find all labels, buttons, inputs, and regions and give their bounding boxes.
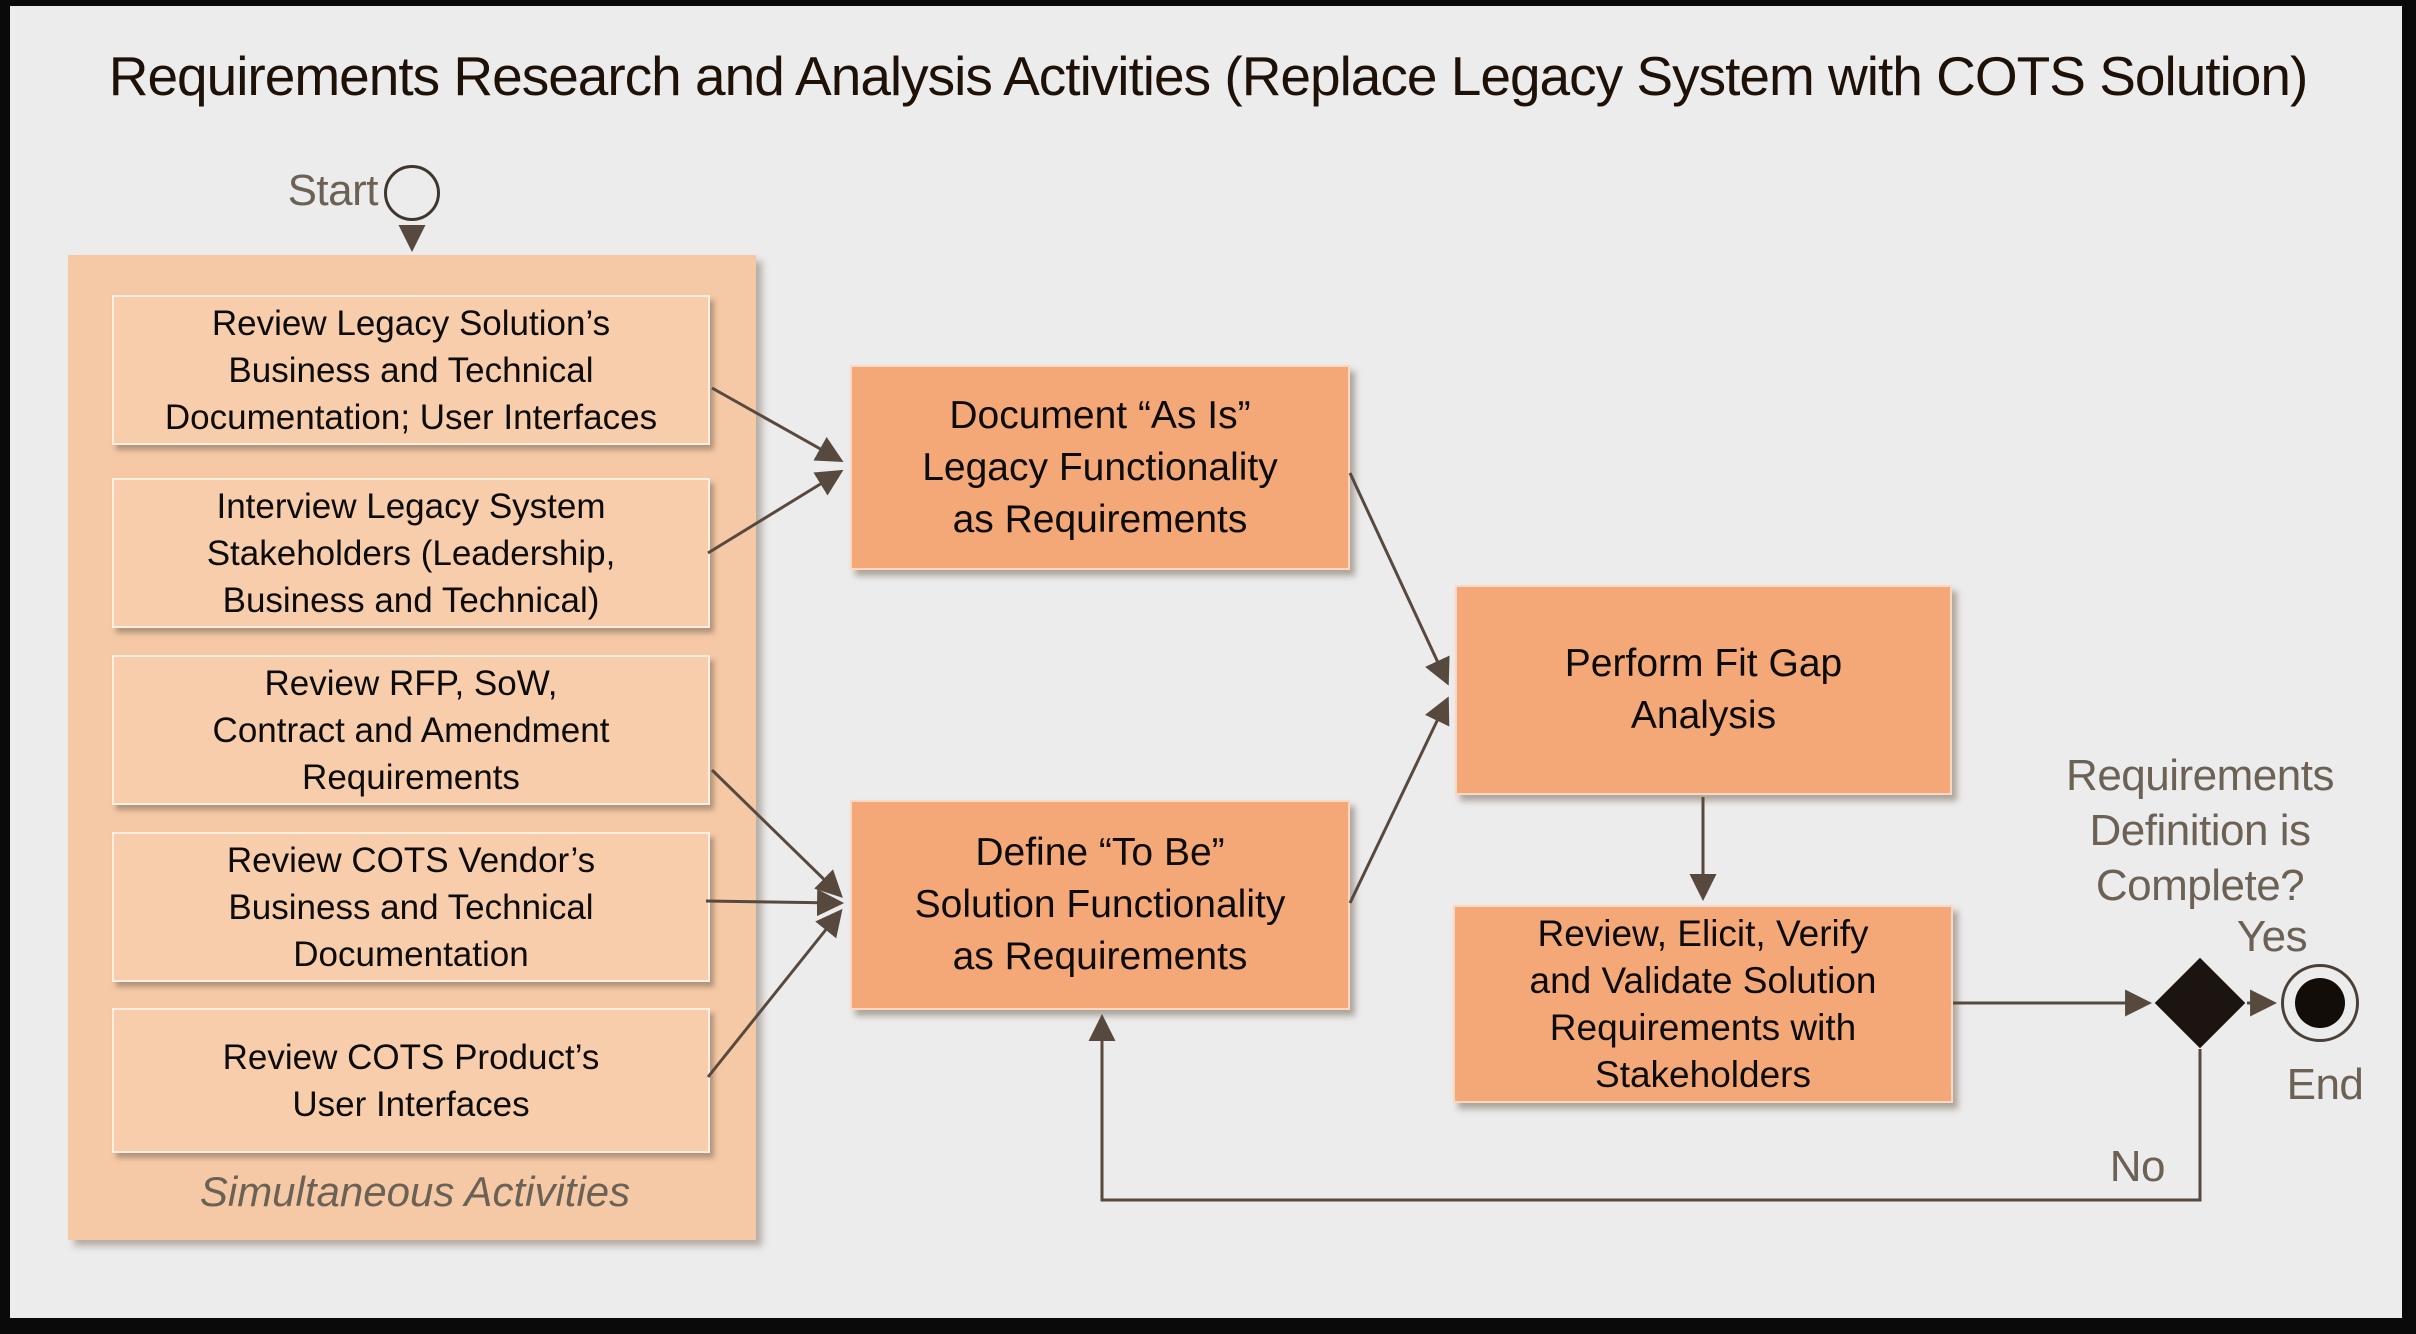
end-node: [2281, 964, 2359, 1042]
process-box-fit-gap: Perform Fit Gap Analysis: [1455, 585, 1952, 795]
end-label: End: [2286, 1060, 2364, 1109]
process-box-define-to-be: Define “To Be” Solution Functionality as…: [850, 800, 1350, 1010]
decision-question-label: Requirements Definition is Complete?: [2066, 751, 2334, 910]
start-label: Start: [287, 166, 379, 215]
no-label: No: [2109, 1142, 2166, 1191]
diagram-title: Requirements Research and Analysis Activ…: [108, 45, 2309, 107]
activity-box-review-rfp: Review RFP, SoW, Contract and Amendment …: [112, 655, 710, 805]
start-node: [384, 165, 440, 221]
yes-label: Yes: [2236, 912, 2308, 961]
process-box-document-as-is: Document “As Is” Legacy Functionality as…: [850, 365, 1350, 570]
activity-box-review-legacy-docs: Review Legacy Solution’s Business and Te…: [112, 295, 710, 445]
activity-box-review-product-ui: Review COTS Product’s User Interfaces: [112, 1008, 710, 1153]
process-box-review-validate: Review, Elicit, Verify and Validate Solu…: [1453, 905, 1953, 1103]
end-node-inner-dot: [2295, 978, 2345, 1028]
activity-box-review-vendor-docs: Review COTS Vendor’s Business and Techni…: [112, 832, 710, 982]
activity-box-interview-stakeholders: Interview Legacy System Stakeholders (Le…: [112, 478, 710, 628]
container-label: Simultaneous Activities: [199, 1168, 631, 1215]
